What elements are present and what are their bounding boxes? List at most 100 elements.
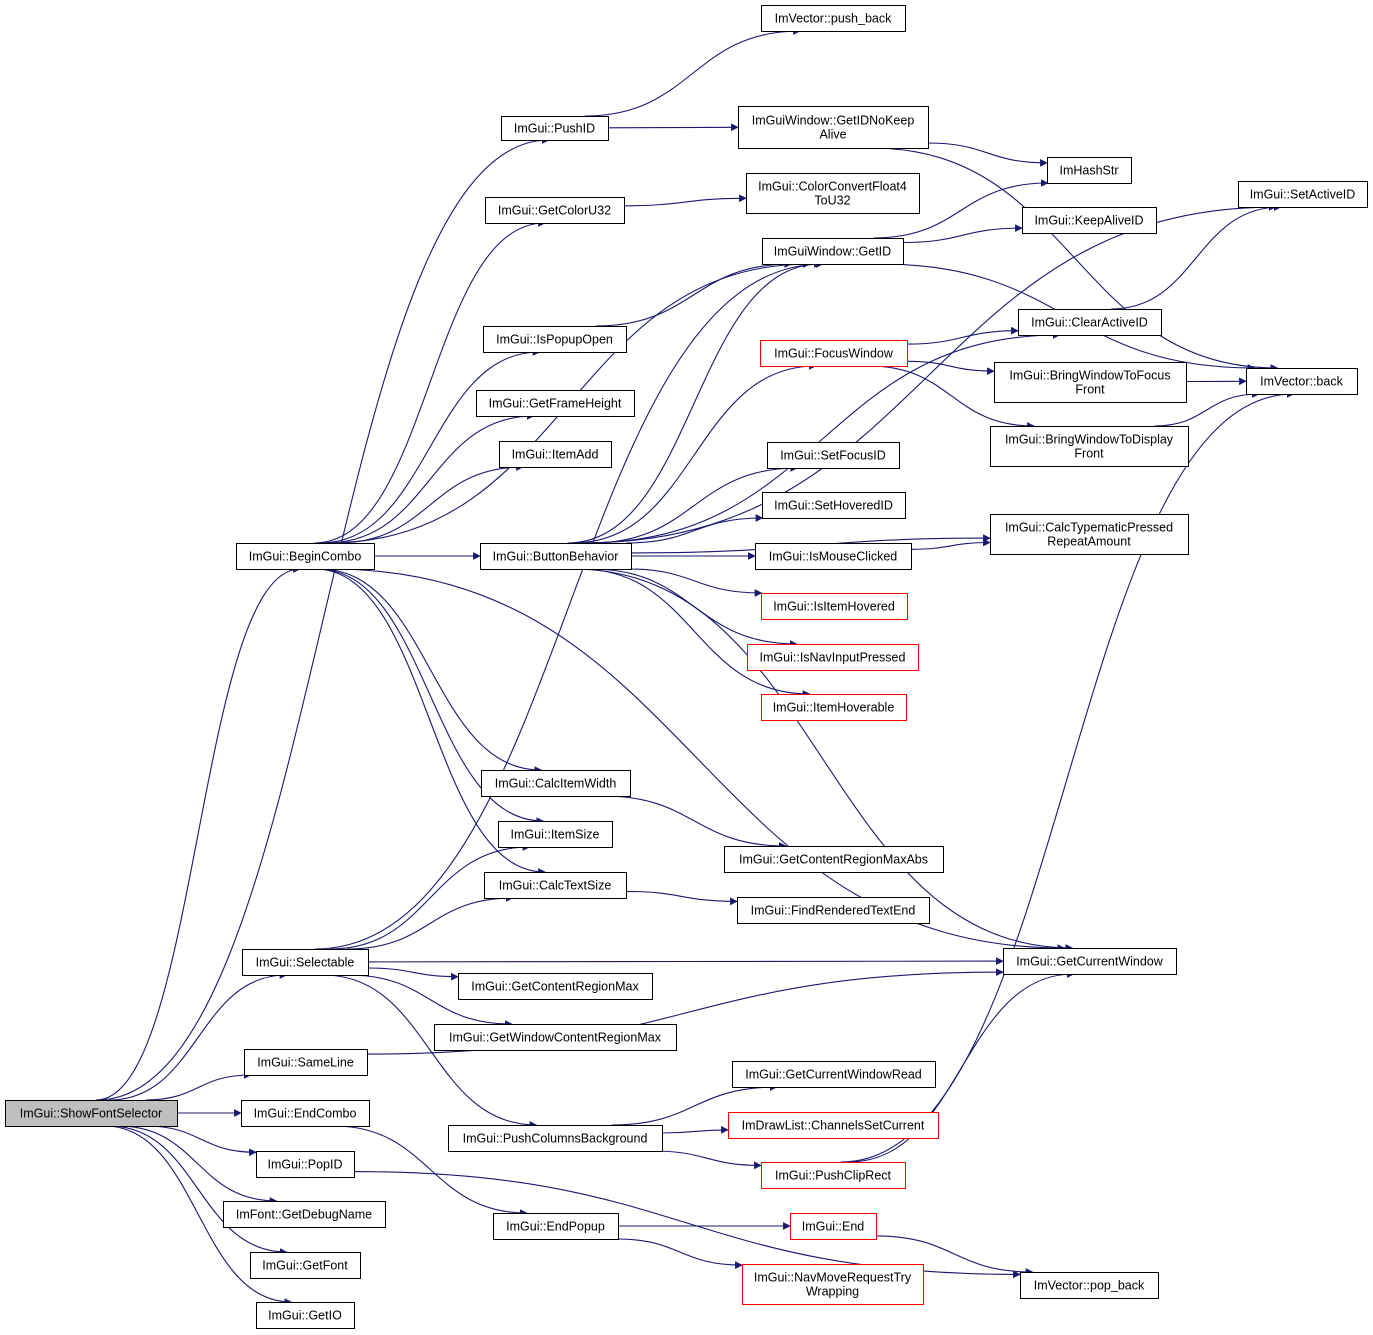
node-isNavInputPressed[interactable]: ImGui::IsNavInputPressed <box>747 644 919 671</box>
node-pushID[interactable]: ImGui::PushID <box>501 116 609 141</box>
node-pushClipRect[interactable]: ImGui::PushClipRect <box>761 1162 906 1189</box>
node-label: ImGui::BeginCombo <box>249 550 362 564</box>
edge-beginCombo-to-calcItemWidth <box>319 568 542 774</box>
edge-buttonBehavior-to-isItemHovered <box>627 568 763 597</box>
node-buttonBehavior[interactable]: ImGui::ButtonBehavior <box>480 543 632 570</box>
node-isItemHovered[interactable]: ImGui::IsItemHovered <box>761 593 908 620</box>
call-edges <box>95 27 1295 1306</box>
node-box <box>244 1049 368 1076</box>
node-showFontSelector[interactable]: ImGui::ShowFontSelector <box>5 1100 178 1127</box>
edge-isMouseClicked-to-calcTypematic <box>910 538 991 550</box>
node-getCurrentWindow[interactable]: ImGui::GetCurrentWindow <box>1003 948 1177 975</box>
node-label: ImGui::GetWindowContentRegionMax <box>449 1031 662 1045</box>
node-end[interactable]: ImGui::End <box>790 1213 877 1240</box>
node-box <box>760 340 908 367</box>
edge-beginCombo-to-itemSize <box>316 568 545 825</box>
edge-end-to-popBack <box>875 1235 1034 1276</box>
node-label: ImGui::NavMoveRequestTry <box>754 1271 912 1285</box>
edge-showFontSelector-to-popID <box>145 1125 257 1157</box>
node-getWindowContentRegionMax[interactable]: ImGui::GetWindowContentRegionMax <box>434 1024 677 1051</box>
node-endCombo[interactable]: ImGui::EndCombo <box>241 1100 370 1127</box>
node-pushColumnsBackground[interactable]: ImGui::PushColumnsBackground <box>448 1125 663 1152</box>
node-pushBack[interactable]: ImVector::push_back <box>761 5 906 32</box>
node-setFocusID[interactable]: ImGui::SetFocusID <box>767 442 900 469</box>
node-box <box>746 173 920 214</box>
node-isMouseClicked[interactable]: ImGui::IsMouseClicked <box>755 543 912 570</box>
node-label: ImGui::IsPopupOpen <box>496 333 613 347</box>
edge-pushColumnsBackground-to-getCurrentWindowRead <box>611 1083 778 1126</box>
node-calcItemWidth[interactable]: ImGui::CalcItemWidth <box>481 770 631 797</box>
node-beginCombo[interactable]: ImGui::BeginCombo <box>236 543 375 570</box>
node-label: ImGui::PushClipRect <box>775 1169 892 1183</box>
node-sameLine[interactable]: ImGui::SameLine <box>244 1049 368 1076</box>
node-itemAdd[interactable]: ImGui::ItemAdd <box>499 441 612 468</box>
node-clearActiveID[interactable]: ImGui::ClearActiveID <box>1018 309 1162 336</box>
node-findRenderedTextEnd[interactable]: ImGui::FindRenderedTextEnd <box>737 897 930 924</box>
node-setHoveredID[interactable]: ImGui::SetHoveredID <box>762 492 906 519</box>
node-vectorBack[interactable]: ImVector::back <box>1246 368 1358 395</box>
node-label: ImGui::ItemSize <box>511 828 600 842</box>
node-label: ImGui::Selectable <box>256 956 355 970</box>
node-box <box>458 973 653 1000</box>
edge-calcTextSize-to-findRenderedTextEnd <box>625 890 738 906</box>
node-label: ToU32 <box>814 194 850 208</box>
node-box <box>728 1112 939 1139</box>
node-label: ImGui::IsNavInputPressed <box>760 651 906 665</box>
node-endPopup[interactable]: ImGui::EndPopup <box>493 1213 619 1240</box>
node-label: Front <box>1075 383 1105 397</box>
node-isPopupOpen[interactable]: ImGui::IsPopupOpen <box>483 326 627 353</box>
node-label: ImGui::PopID <box>267 1158 342 1172</box>
node-label: ImGui::ColorConvertFloat4 <box>758 180 907 194</box>
node-itemHoverable[interactable]: ImGui::ItemHoverable <box>761 694 907 721</box>
node-keepAliveID[interactable]: ImGui::KeepAliveID <box>1022 207 1157 234</box>
node-label: ImHashStr <box>1059 164 1118 178</box>
edge-windowGetID-to-keepAliveID <box>902 224 1023 244</box>
node-label: ImGui::SetActiveID <box>1250 188 1356 202</box>
node-getContentRegionMax[interactable]: ImGui::GetContentRegionMax <box>458 973 653 1000</box>
edge-buttonBehavior-to-clearActiveID <box>585 331 1061 544</box>
node-box <box>747 644 919 671</box>
node-label: ImGui::BringWindowToFocus <box>1009 369 1170 383</box>
node-label: ImGui::GetCurrentWindowRead <box>745 1068 922 1082</box>
node-popID[interactable]: ImGui::PopID <box>256 1151 355 1178</box>
edge-buttonBehavior-to-getCurrentWindow <box>572 568 1074 952</box>
node-selectable[interactable]: ImGui::Selectable <box>242 949 369 976</box>
node-calcTextSize[interactable]: ImGui::CalcTextSize <box>484 872 627 899</box>
node-channelsSetCurrent[interactable]: ImDrawList::ChannelsSetCurrent <box>728 1112 939 1139</box>
edge-showFontSelector-to-beginCombo <box>95 565 301 1101</box>
node-label: ImGui::GetCurrentWindow <box>1016 955 1164 969</box>
node-label: ImGui::CalcItemWidth <box>495 777 617 791</box>
node-box <box>498 821 613 848</box>
node-getColorU32[interactable]: ImGui::GetColorU32 <box>485 197 625 224</box>
node-getFrameHeight[interactable]: ImGui::GetFrameHeight <box>476 390 635 417</box>
node-box <box>790 1213 877 1240</box>
node-label: Wrapping <box>806 1285 859 1299</box>
node-focusWindow[interactable]: ImGui::FocusWindow <box>760 340 908 367</box>
node-label: ImGui::KeepAliveID <box>1034 214 1143 228</box>
edge-selectable-to-pushColumnsBackground <box>323 974 538 1129</box>
node-setActiveID[interactable]: ImGui::SetActiveID <box>1238 181 1368 208</box>
node-windowGetID[interactable]: ImGuiWindow::GetID <box>762 238 904 265</box>
node-label: RepeatAmount <box>1047 535 1131 549</box>
node-box <box>493 1213 619 1240</box>
node-popBack[interactable]: ImVector::pop_back <box>1020 1272 1159 1299</box>
node-imHashStr[interactable]: ImHashStr <box>1047 157 1132 184</box>
node-box <box>1238 181 1368 208</box>
node-itemSize[interactable]: ImGui::ItemSize <box>498 821 613 848</box>
edge-getColorU32-to-colorConvertFloat4 <box>623 194 747 207</box>
node-label: ImGui::SetFocusID <box>780 449 886 463</box>
node-getCurrentWindowRead[interactable]: ImGui::GetCurrentWindowRead <box>732 1061 936 1088</box>
edge-selectable-to-getCurrentWindow <box>367 957 1004 965</box>
node-getFont[interactable]: ImGui::GetFont <box>250 1252 361 1279</box>
node-getIO[interactable]: ImGui::GetIO <box>256 1302 355 1329</box>
node-box <box>236 543 375 570</box>
node-getContentRegionMaxAbs[interactable]: ImGui::GetContentRegionMaxAbs <box>724 846 944 873</box>
node-getDebugName[interactable]: ImFont::GetDebugName <box>223 1201 386 1228</box>
edge-selectable-to-windowGetID <box>314 260 824 950</box>
